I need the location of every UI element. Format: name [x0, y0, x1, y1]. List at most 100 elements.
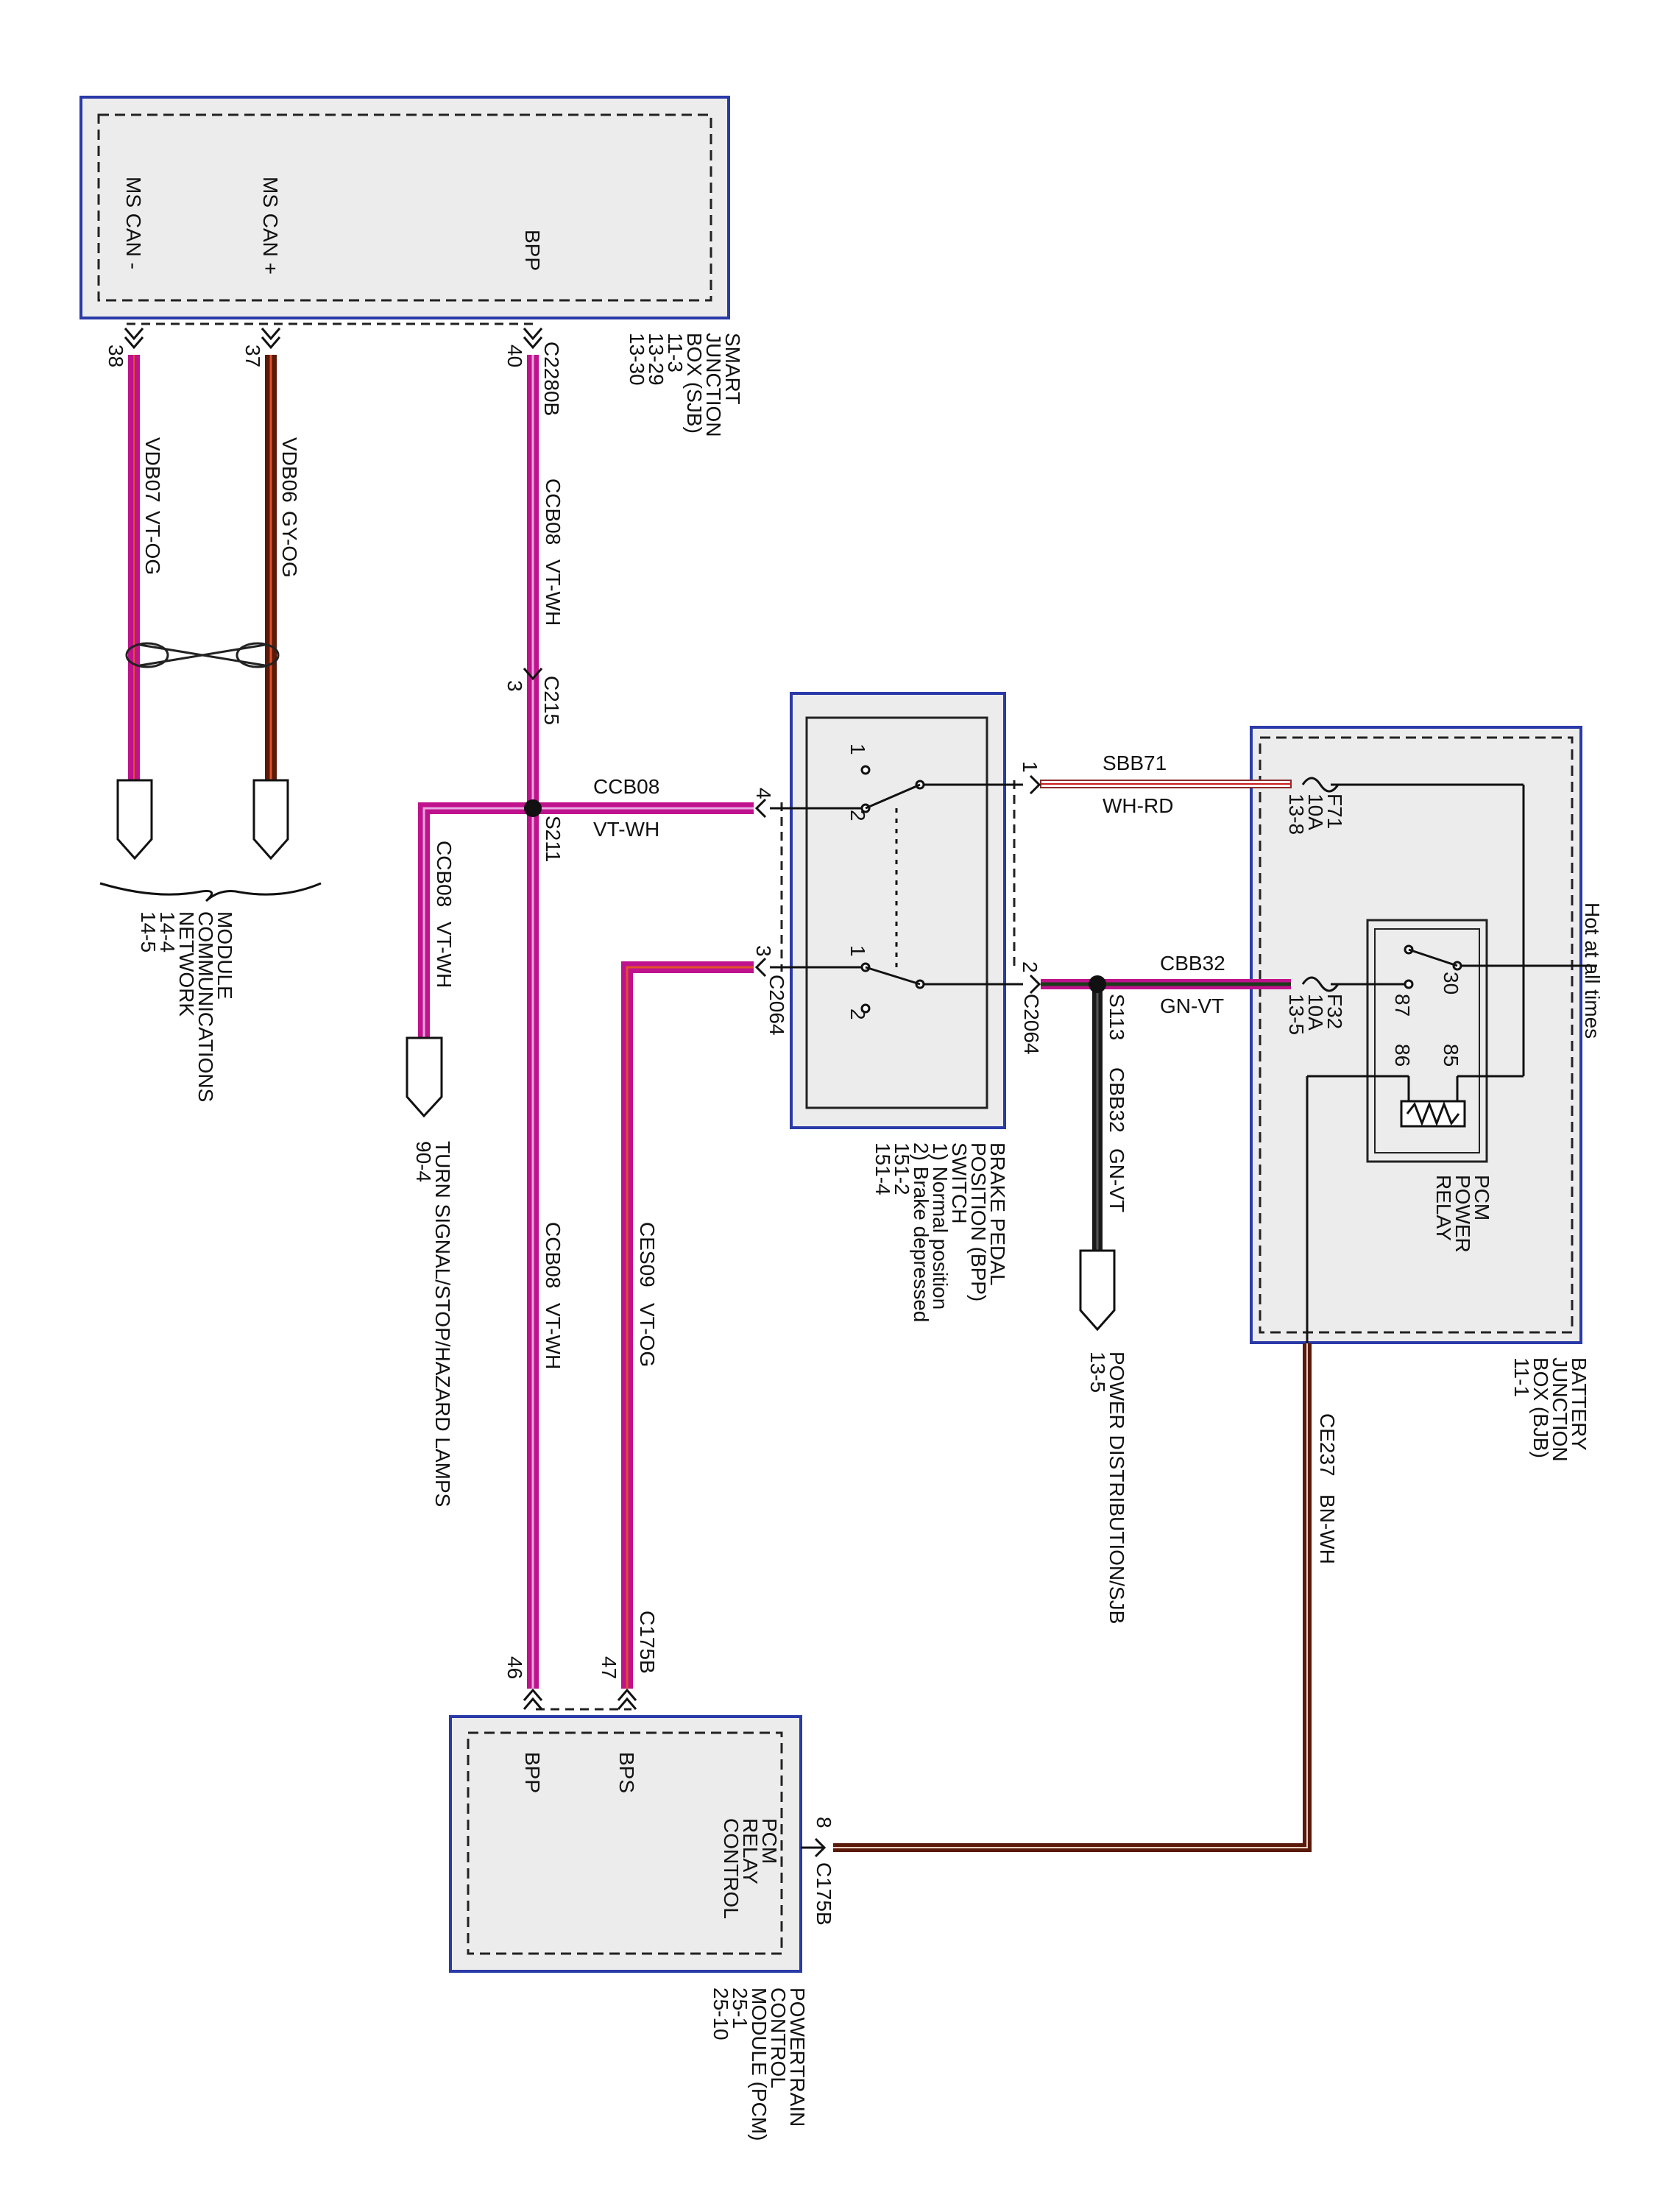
svg-text:13-5: 13-5	[1285, 994, 1308, 1035]
contact-lower-2: 2	[846, 1008, 869, 1020]
svg-text:13-29: 13-29	[645, 333, 668, 386]
svg-text:POWER DISTRIBUTION/SJB: POWER DISTRIBUTION/SJB	[1105, 1351, 1128, 1624]
svg-text:13-30: 13-30	[626, 333, 648, 386]
svg-text:CONTROL: CONTROL	[720, 1818, 743, 1919]
svg-text:F32: F32	[1323, 994, 1346, 1029]
wire-ccb08-main	[527, 355, 539, 1689]
sjb-pin-ms-can-plus: MS CAN +	[259, 177, 282, 275]
svg-text:VDB07: VDB07	[141, 437, 164, 503]
svg-text:CCB08: CCB08	[542, 478, 565, 545]
svg-text:11-3: 11-3	[664, 333, 687, 372]
sjb-pin-number-40: 40	[503, 344, 526, 367]
svg-text:VT-OG: VT-OG	[636, 1303, 659, 1367]
svg-text:25-10: 25-10	[710, 1987, 732, 2040]
relay-coil	[1400, 1076, 1466, 1128]
pcm-pin-bps: BPS	[615, 1752, 638, 1793]
svg-text:10A: 10A	[1304, 994, 1327, 1031]
svg-text:VT-OG: VT-OG	[141, 511, 164, 575]
svg-text:2) Brake depressed: 2) Brake depressed	[910, 1142, 933, 1322]
contact-upper-2: 2	[846, 810, 869, 821]
wire-label-ces09: CES09 VT-OG	[636, 1222, 659, 1367]
wire-label-cbb32-horizontal: CBB32 GN-VT	[1160, 952, 1225, 1017]
svg-text:JUNCTION: JUNCTION	[702, 333, 725, 437]
bpp-switch-module-label: BRAKE PEDAL POSITION (BPP) SWITCH 1) Nor…	[871, 1142, 1009, 1322]
svg-text:POWER: POWER	[1451, 1175, 1474, 1253]
destination-arrow-turn	[406, 1036, 443, 1118]
sjb-connector-label: C2280B	[540, 342, 563, 416]
wire-sbb71	[1040, 780, 1292, 788]
svg-text:11-1: 11-1	[1510, 1357, 1533, 1397]
destination-arrow-power	[1079, 1249, 1116, 1332]
connector-c215-label: C215	[540, 676, 563, 725]
svg-text:CES09: CES09	[636, 1222, 659, 1287]
wire-ccb08-to-turn	[418, 802, 533, 1038]
svg-text:13-5: 13-5	[1086, 1351, 1109, 1393]
svg-text:PCM: PCM	[758, 1818, 781, 1864]
svg-text:VT-WH: VT-WH	[542, 559, 565, 626]
bpp-switch-pin-1: 1	[1019, 761, 1041, 773]
bpp-switch-module	[780, 692, 1016, 1129]
svg-text:VDB06: VDB06	[278, 437, 301, 503]
svg-text:SBB71: SBB71	[1103, 752, 1167, 774]
svg-text:BATTERY: BATTERY	[1568, 1357, 1590, 1451]
svg-text:TURN SIGNAL/STOP/HAZARD LAMPS: TURN SIGNAL/STOP/HAZARD LAMPS	[431, 1141, 454, 1507]
bpp-switch-pin-3: 3	[752, 945, 775, 957]
svg-text:SWITCH: SWITCH	[948, 1142, 971, 1223]
svg-text:14-4: 14-4	[156, 911, 179, 953]
svg-text:25-1: 25-1	[729, 1987, 751, 2029]
svg-text:VT-WH: VT-WH	[593, 818, 659, 841]
svg-text:RELAY: RELAY	[739, 1818, 762, 1884]
wire-label-ccb08-lower: CCB08 VT-WH	[542, 1222, 565, 1369]
twisted-pair-marker	[125, 642, 280, 668]
splice-s211-label: S211	[542, 816, 565, 862]
bpp-switch-connector-left: C2064	[765, 975, 788, 1036]
sjb-module-label: SMART JUNCTION BOX (SJB) 11-3 13-29 13-3…	[626, 333, 744, 437]
relay-pin-30: 30	[1440, 972, 1462, 994]
relay-switch	[1404, 944, 1462, 989]
svg-text:1) Normal position: 1) Normal position	[929, 1142, 952, 1310]
wire-cbb32-vertical	[1092, 984, 1103, 1251]
svg-text:14-5: 14-5	[137, 911, 160, 953]
sjb-pin-bpp: BPP	[521, 230, 544, 271]
power-destination-label: POWER DISTRIBUTION/SJB 13-5	[1086, 1351, 1128, 1624]
relay-pin-85: 85	[1440, 1044, 1462, 1067]
svg-text:PCM: PCM	[1471, 1175, 1493, 1220]
sjb-pin-number-38: 38	[105, 344, 127, 367]
wire-ce237	[833, 1343, 1312, 1852]
connector-chevrons	[124, 328, 1041, 1858]
splice-s113	[1089, 975, 1106, 993]
svg-text:151-4: 151-4	[871, 1142, 894, 1195]
svg-text:CCB08: CCB08	[542, 1222, 565, 1288]
svg-text:VT-WH: VT-WH	[542, 1303, 565, 1369]
svg-text:POSITION (BPP): POSITION (BPP)	[967, 1142, 990, 1301]
switch-contact-lower	[860, 962, 925, 1014]
wire-label-vdb06: VDB06 GY-OG	[278, 437, 301, 578]
contact-upper-1: 1	[846, 743, 869, 755]
svg-text:10A: 10A	[1304, 794, 1327, 830]
svg-text:CE237: CE237	[1316, 1413, 1339, 1477]
svg-text:BN-WH: BN-WH	[1316, 1494, 1339, 1564]
svg-text:POWERTRAIN: POWERTRAIN	[786, 1987, 809, 2127]
mcn-brace	[99, 882, 322, 902]
svg-text:BOX (SJB): BOX (SJB)	[683, 333, 706, 434]
connector-c175b-upper: C175B	[636, 1611, 659, 1674]
svg-text:VT-WH: VT-WH	[433, 922, 456, 988]
svg-text:CBB32: CBB32	[1105, 1067, 1128, 1133]
fuse-f32-label: F32 10A 13-5	[1285, 994, 1346, 1035]
mcn-destination-label: MODULE COMMUNICATIONS NETWORK 14-4 14-5	[137, 911, 236, 1102]
svg-text:90-4: 90-4	[412, 1141, 435, 1182]
svg-text:NETWORK: NETWORK	[175, 911, 198, 1017]
relay-pin-86: 86	[1391, 1044, 1414, 1067]
wire-label-ccb08-upper: CCB08 VT-WH	[542, 478, 565, 626]
wire-label-ccb08-horizontal: CCB08 VT-WH	[593, 775, 659, 841]
fuse-f71	[1301, 777, 1340, 793]
bpp-switch-connector-right: C2064	[1020, 994, 1043, 1055]
internal-connections	[770, 783, 1597, 1849]
svg-text:MODULE (PCM): MODULE (PCM)	[748, 1987, 771, 2141]
fuse-f32	[1301, 976, 1340, 992]
svg-text:GN-VT: GN-VT	[1160, 994, 1224, 1017]
svg-text:WH-RD: WH-RD	[1103, 794, 1173, 817]
bpp-switch-pin-4: 4	[752, 788, 775, 799]
pcm-pin-number-47: 47	[598, 1656, 620, 1679]
connector-c215-pin: 3	[503, 680, 526, 692]
